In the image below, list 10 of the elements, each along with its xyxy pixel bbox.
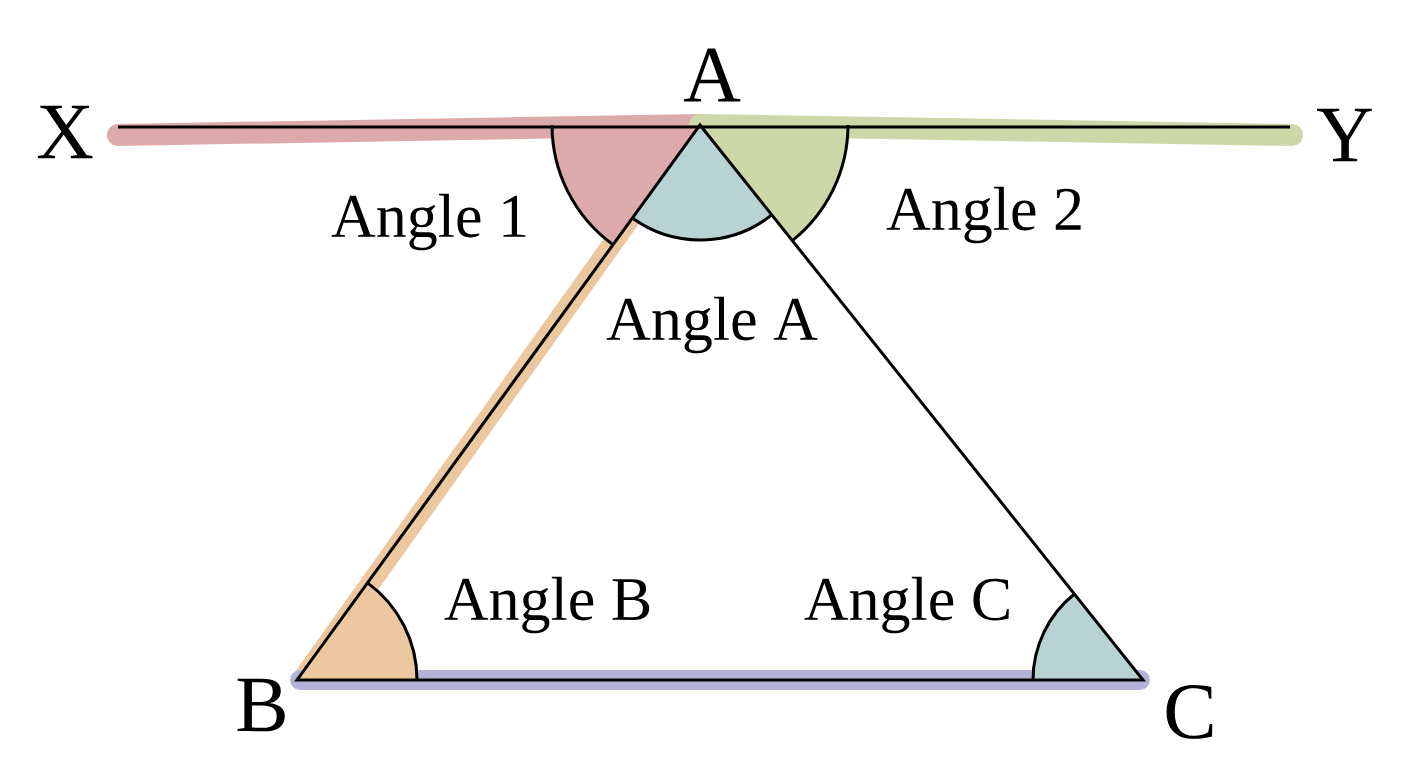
angle-label: Angle B [444,576,650,634]
angle-label: Angle A [606,296,818,354]
angle-label: Angle C [804,576,1009,634]
vertex-label: C [1166,685,1213,739]
point-label: Y [1317,108,1372,162]
point-label: X [37,105,93,159]
angle-label: Angle 1 [331,193,526,251]
angle-label: Angle 2 [886,186,1081,244]
vertex-label: B [237,678,285,732]
vertex-label: A [683,48,741,102]
